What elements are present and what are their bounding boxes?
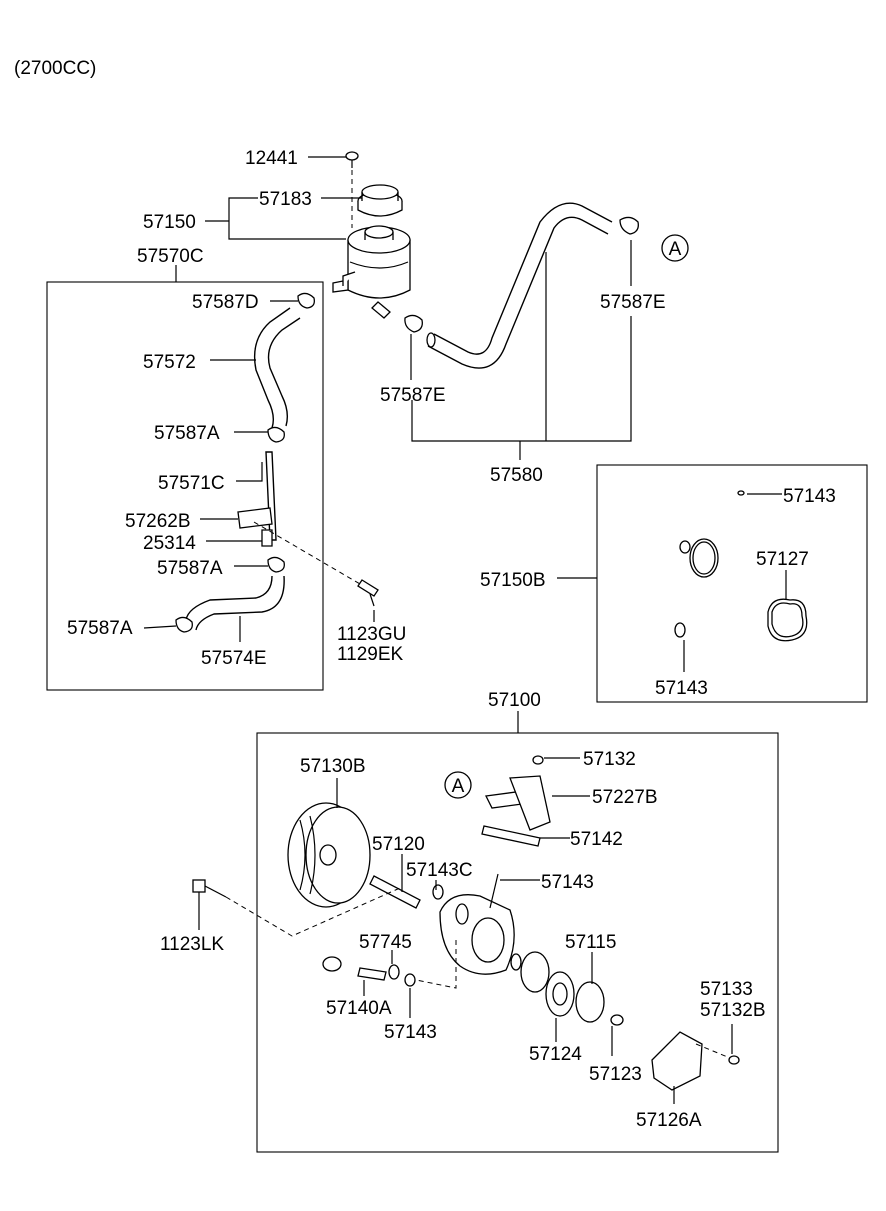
callout-57150: 57150: [143, 212, 196, 233]
hose-57572: [253, 307, 301, 429]
callout-57143-mid: 57143: [541, 872, 594, 893]
bolt-1123GU: [357, 579, 379, 607]
callout-labels: 12441 57183 57150 57570C 57587D 57572 57…: [67, 148, 836, 1131]
callout-57587A-1: 57587A: [154, 423, 220, 444]
leader-lines: [143, 156, 787, 1104]
bolt-1123LK: [192, 879, 227, 898]
callout-57123: 57123: [589, 1064, 642, 1085]
callout-57143-kit: 57143: [655, 678, 708, 699]
callout-57150B: 57150B: [480, 570, 546, 591]
callout-57262B: 57262B: [125, 511, 191, 532]
callout-57587A-2: 57587A: [157, 558, 223, 579]
callout-57587E-left: 57587E: [380, 385, 446, 406]
engine-label: (2700CC): [14, 58, 96, 79]
return-hose: [426, 202, 613, 369]
ref-marker-a-top-label: A: [669, 239, 682, 260]
hose-group-box: [46, 281, 324, 691]
rotor-57123: [575, 981, 624, 1026]
callout-57120: 57120: [372, 834, 425, 855]
callout-57580: 57580: [490, 465, 543, 486]
callout-57143C: 57143C: [406, 860, 473, 881]
callout-1129EK: 1129EK: [337, 644, 404, 665]
callout-57587E-right: 57587E: [600, 292, 666, 313]
callout-57183: 57183: [259, 189, 312, 210]
callout-57574E: 57574E: [201, 648, 267, 669]
bearing-57124: [545, 971, 575, 1017]
callout-57142: 57142: [570, 829, 623, 850]
hose-57574E: [185, 575, 285, 631]
screw-12441: [345, 151, 359, 168]
bracket-guide-line: [253, 521, 361, 585]
seal-kit-box: [596, 464, 868, 703]
callout-57140A: 57140A: [326, 998, 392, 1019]
callout-1123GU: 1123GU: [337, 624, 406, 645]
bracket-57227B: [481, 755, 551, 847]
callout-57133: 57133: [700, 979, 753, 1000]
callout-57130B: 57130B: [300, 756, 366, 777]
callout-57745: 57745: [359, 932, 412, 953]
ref-marker-a-pump-label: A: [452, 776, 465, 797]
valve-57140A: [322, 956, 400, 981]
reservoir-cap: [357, 184, 403, 217]
pump-body: [439, 894, 515, 975]
clamp-57587A-lower: [175, 616, 193, 633]
callout-12441: 12441: [245, 148, 298, 169]
clamp-57587E-left: [404, 314, 423, 333]
callout-25314: 25314: [143, 533, 196, 554]
callout-57143-top: 57143: [783, 486, 836, 507]
clamp-57587A-upper: [267, 426, 285, 443]
callout-57572: 57572: [143, 352, 196, 373]
callout-57587A-3: 57587A: [67, 618, 133, 639]
callout-57571C: 57571C: [158, 473, 225, 494]
callout-57587D: 57587D: [192, 292, 259, 313]
clamp-57587A-middle: [267, 556, 285, 573]
ref-marker-a-top: [661, 234, 689, 262]
clamp-57587D: [297, 292, 315, 309]
callout-57132: 57132: [583, 749, 636, 770]
callout-57100: 57100: [488, 690, 541, 711]
oring-57143C: [432, 884, 444, 900]
callout-57126A: 57126A: [636, 1110, 702, 1131]
oring-57115: [510, 951, 550, 993]
callout-1123LK: 1123LK: [160, 934, 224, 955]
shaft-57120: [369, 875, 421, 909]
seal-57143-low: [404, 973, 416, 987]
callout-57115: 57115: [565, 932, 616, 953]
callout-57570C: 57570C: [137, 246, 204, 267]
callout-57127: 57127: [756, 549, 809, 570]
ref-marker-a-pump: [444, 771, 472, 799]
callout-57227B: 57227B: [592, 787, 658, 808]
callout-57132B: 57132B: [700, 1000, 766, 1021]
pulley-57130B: [287, 802, 371, 908]
clamp-57587E-right: [619, 216, 639, 235]
reservoir-tank: [332, 225, 411, 319]
seal-kit-parts: [674, 490, 808, 642]
callout-57124: 57124: [529, 1044, 582, 1065]
hose-57571C: [237, 451, 277, 547]
cover-57126A: [651, 1031, 740, 1091]
callout-57143-low: 57143: [384, 1022, 437, 1043]
